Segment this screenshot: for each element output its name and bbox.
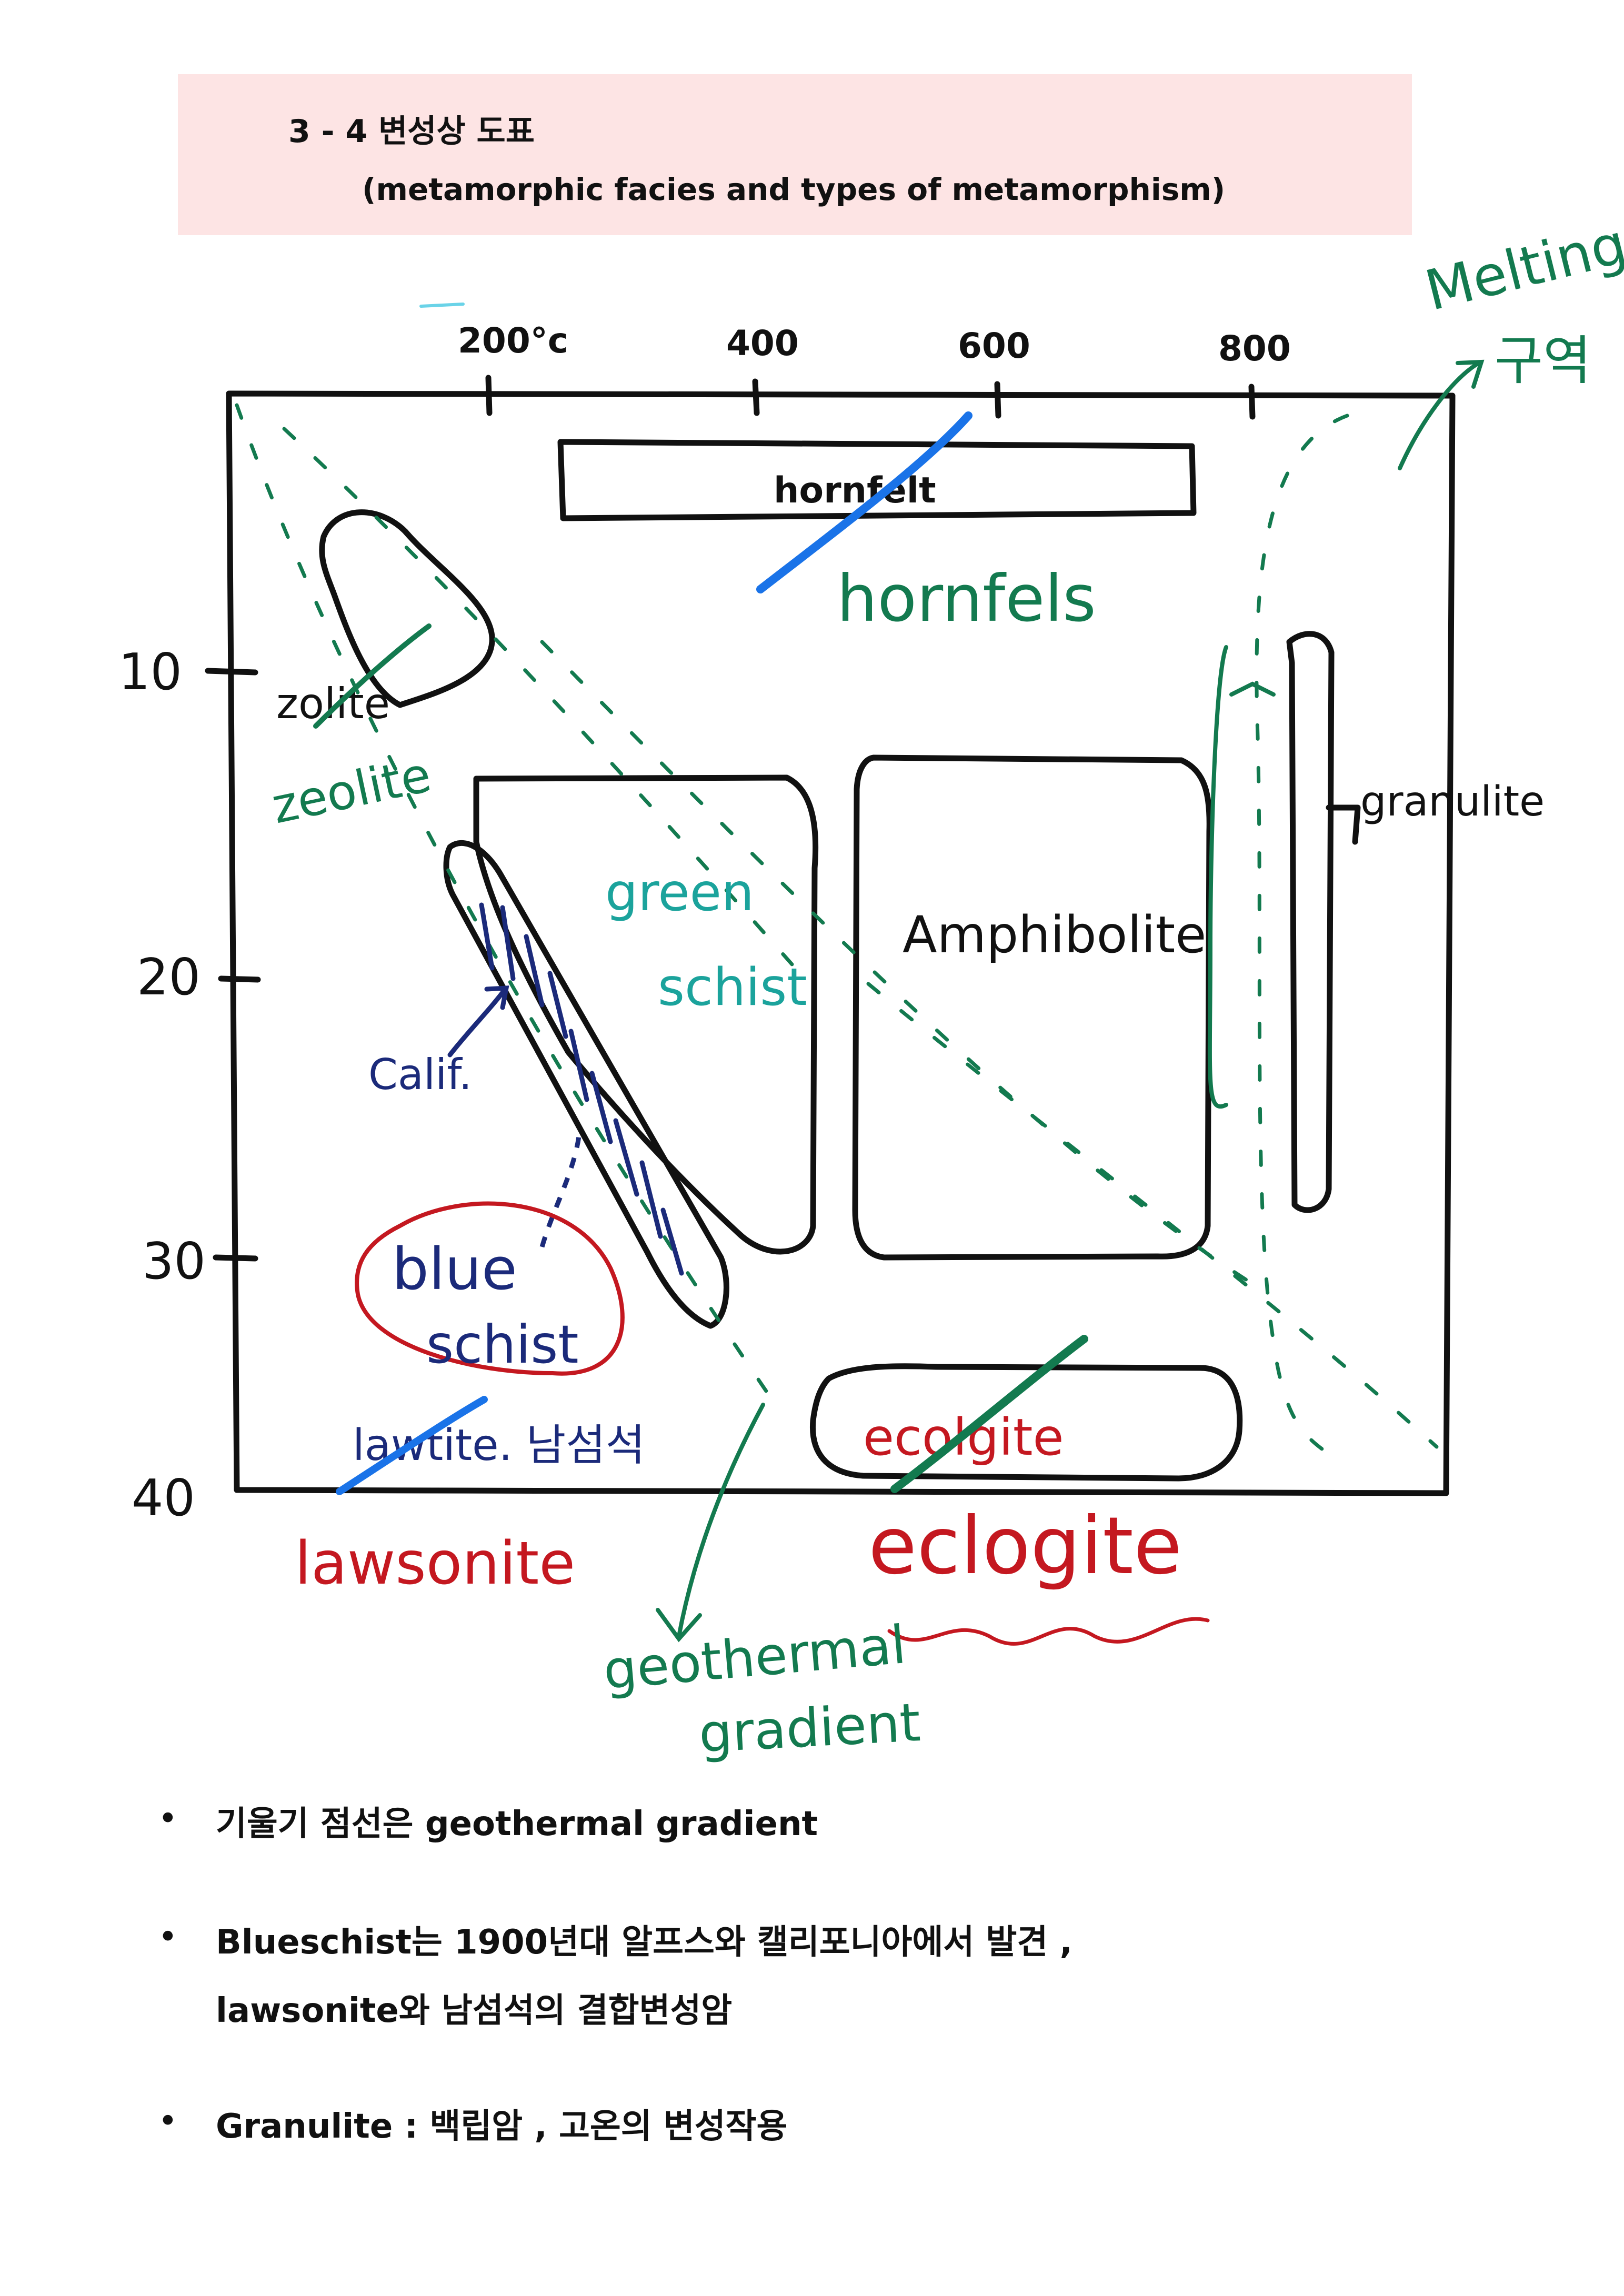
lawsonite-original-label: lawtite. 남섬석	[353, 1421, 645, 1471]
note-blueschist: Blueschist는 1900년대 알프스와 캘리포니아에서 발견 ,	[216, 1923, 1072, 1962]
hornfels-correction-label: hornfels	[837, 561, 1096, 636]
depth-label-10: 10	[118, 643, 182, 701]
bullet-dot: •	[158, 1799, 178, 1838]
melting-label: Melting	[1419, 212, 1624, 323]
geotherm-line-1	[235, 403, 770, 1396]
temp-tick-600	[994, 381, 1001, 419]
melting-region-label: 구역	[1495, 330, 1591, 391]
granulite-pointer	[1326, 804, 1361, 845]
eclogite-correction-label: eclogite	[868, 1501, 1182, 1592]
diagram-frame	[226, 390, 1456, 1496]
temp-label-400: 400	[726, 323, 799, 364]
geothermal-label-line1: geothermal	[601, 1614, 908, 1701]
blueschist-circle	[355, 1201, 625, 1376]
blueschist-hatching	[479, 902, 684, 1276]
temp-tick-200	[485, 375, 493, 416]
melting-arrow	[1398, 359, 1485, 470]
zeolite-field	[319, 509, 495, 708]
geotherm-line-4	[866, 982, 1439, 1449]
zeolite-correction-label: zeolite	[267, 746, 436, 834]
depth-label-40: 40	[132, 1469, 195, 1527]
amphibolite-label: Amphibolite	[903, 905, 1206, 964]
greenschist-field	[473, 774, 819, 1255]
blueschist-field	[443, 840, 729, 1329]
geotherm-line-3	[540, 640, 1255, 1286]
depth-tick-20	[218, 975, 261, 983]
temp-tick-800	[1248, 384, 1256, 420]
greenschist-label-line1: green	[605, 863, 754, 923]
temp-label-800: 800	[1218, 328, 1291, 369]
page-title: 3 - 4 변성상 도표	[288, 113, 535, 150]
eclogite-underline	[887, 1617, 1210, 1646]
calif-label: Calif.	[368, 1050, 472, 1099]
hornfels-original-label: hornfelt	[774, 470, 936, 511]
depth-tick-10	[205, 668, 258, 676]
granulite-label: granulite	[1360, 778, 1545, 825]
depth-label-20: 20	[137, 949, 201, 1006]
page-subtitle: (metamorphic facies and types of metamor…	[362, 172, 1226, 207]
melting-line	[1255, 414, 1349, 1454]
hornfels-field	[557, 439, 1197, 521]
temp-label-600: 600	[958, 326, 1030, 366]
eclogite-strike	[890, 1335, 1088, 1493]
calif-arrow	[447, 985, 509, 1058]
bullet-dot: •	[158, 2102, 178, 2141]
stray-mark	[419, 303, 465, 308]
zeolite-strike	[313, 623, 432, 729]
note-blueschist-cont: lawsonite와 남섬석의 결합변성암	[216, 1991, 733, 2030]
amphibolite-field	[852, 754, 1212, 1261]
depth-label-30: 30	[142, 1233, 206, 1291]
temp-tick-400	[752, 378, 760, 416]
zeolite-original-label: zolite	[276, 679, 390, 728]
blueschist-pointer	[539, 1136, 582, 1248]
granulite-field	[1286, 631, 1335, 1213]
eclogite-field	[809, 1363, 1243, 1482]
bullet-dot: •	[158, 1918, 178, 1957]
lawsonite-strike	[336, 1396, 488, 1495]
note-geotherm: 기울기 점선은 geothermal gradient	[216, 1805, 818, 1844]
melting-pointer-arrow	[1207, 645, 1276, 1109]
geothermal-arrow	[656, 1403, 765, 1643]
greenschist-label-line2: schist	[658, 958, 807, 1018]
geothermal-label-line2: gradient	[697, 1691, 922, 1765]
blueschist-label-line2: schist	[426, 1314, 579, 1375]
note-granulite: Granulite : 백립암 , 고온의 변성작용	[216, 2107, 788, 2146]
temp-label-200: 200°c	[458, 320, 568, 361]
depth-tick-30	[213, 1254, 258, 1262]
title-banner: 3 - 4 변성상 도표 (metamorphic facies and typ…	[178, 74, 1412, 235]
blueschist-label-line1: blue	[392, 1235, 517, 1303]
lawsonite-correction-label: lawsonite	[295, 1529, 575, 1598]
hornfels-strike	[756, 411, 973, 593]
